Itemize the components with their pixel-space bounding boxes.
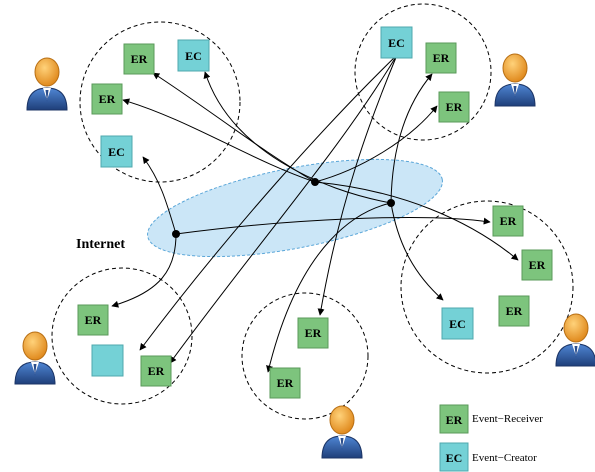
arrow-hubB-to-g3-er2 [314, 181, 519, 261]
internet-hub-c [387, 199, 395, 207]
svg-text:EC: EC [446, 451, 463, 465]
svg-text:Event−Receiver: Event−Receiver [472, 413, 543, 425]
node-g4-er2: ER [140, 355, 172, 387]
user-icon [494, 53, 536, 107]
node-g2-er2: ER [438, 91, 470, 123]
arrow-hubC-to-g5-er2 [266, 202, 392, 373]
node-g3-ec1: EC [441, 307, 474, 340]
svg-text:ER: ER [446, 413, 463, 427]
arrow-hubA-to-g4-er1 [111, 233, 177, 308]
internet-cloud [147, 158, 443, 258]
internet-hub-b [311, 178, 319, 186]
svg-text:ER: ER [277, 376, 294, 390]
svg-text:ER: ER [433, 51, 450, 65]
node-g1-er2: ER [91, 83, 123, 115]
arrow-hubC-to-g3-ec1 [390, 202, 444, 301]
svg-text:ER: ER [529, 258, 546, 272]
svg-text:ER: ER [99, 92, 116, 106]
svg-text:ER: ER [131, 52, 148, 66]
node-g2-er1: ER [425, 42, 457, 74]
user-icon [321, 405, 363, 459]
legend-ec: EC Event−Creator [439, 442, 537, 472]
node-g5-er1: ER [297, 317, 329, 349]
connection-arrows [111, 54, 519, 373]
arrow-hubA-to-g1-ec2 [142, 156, 177, 235]
node-g5-er2: ER [269, 367, 301, 399]
internet-label: Internet [76, 237, 125, 252]
svg-text:ER: ER [506, 304, 523, 318]
node-g3-er2: ER [521, 249, 553, 281]
arrow-hubA-to-g3-er1 [175, 217, 491, 235]
svg-text:ER: ER [85, 313, 102, 327]
arrow-g2ec-to-g5-er1 [317, 54, 398, 316]
arrow-hubC-to-g2-er1 [390, 73, 433, 204]
svg-text:ER: ER [500, 214, 517, 228]
svg-text:EC: EC [449, 317, 466, 331]
group-circle-bottomleft [51, 267, 193, 405]
svg-text:EC: EC [185, 49, 202, 63]
svg-text:ER: ER [446, 100, 463, 114]
svg-text:EC: EC [388, 36, 405, 50]
arrow-hubB-to-g1-er1 [152, 72, 316, 183]
svg-text:ER: ER [305, 326, 322, 340]
group-circle-topright [354, 3, 492, 141]
node-g3-er3: ER [498, 295, 530, 327]
node-g1-er1: ER [123, 43, 155, 75]
arrow-g2ec-to-g4-ec1 [139, 54, 398, 351]
group-circle-topleft [79, 21, 241, 183]
svg-text:ER: ER [148, 364, 165, 378]
group-circle-bottom [241, 292, 369, 420]
user-icon [555, 313, 595, 367]
user-icon [26, 57, 68, 111]
svg-text:Event−Creator: Event−Creator [472, 452, 537, 464]
internet-hub-a [172, 230, 180, 238]
node-g2-ec1: EC [380, 26, 413, 59]
legend: ER Event−Receiver EC Event−Creator [439, 404, 543, 472]
arrow-hubC-to-g1-ec1 [203, 71, 392, 204]
node-g3-er1: ER [492, 205, 524, 237]
legend-er: ER Event−Receiver [439, 404, 543, 434]
node-g4-er1: ER [77, 304, 109, 336]
node-g1-ec2: EC [100, 135, 133, 168]
svg-text:EC: EC [108, 145, 125, 159]
arrow-g2ec-to-g4-er2 [169, 54, 398, 364]
user-icon [14, 331, 56, 385]
node-g1-ec1: EC [177, 39, 210, 72]
arrow-hubB-to-g1-er2 [122, 98, 316, 183]
arrow-hubB-to-g2-er2 [314, 105, 438, 183]
group-circle-right [400, 200, 574, 374]
node-g4-ec1 [91, 344, 124, 377]
